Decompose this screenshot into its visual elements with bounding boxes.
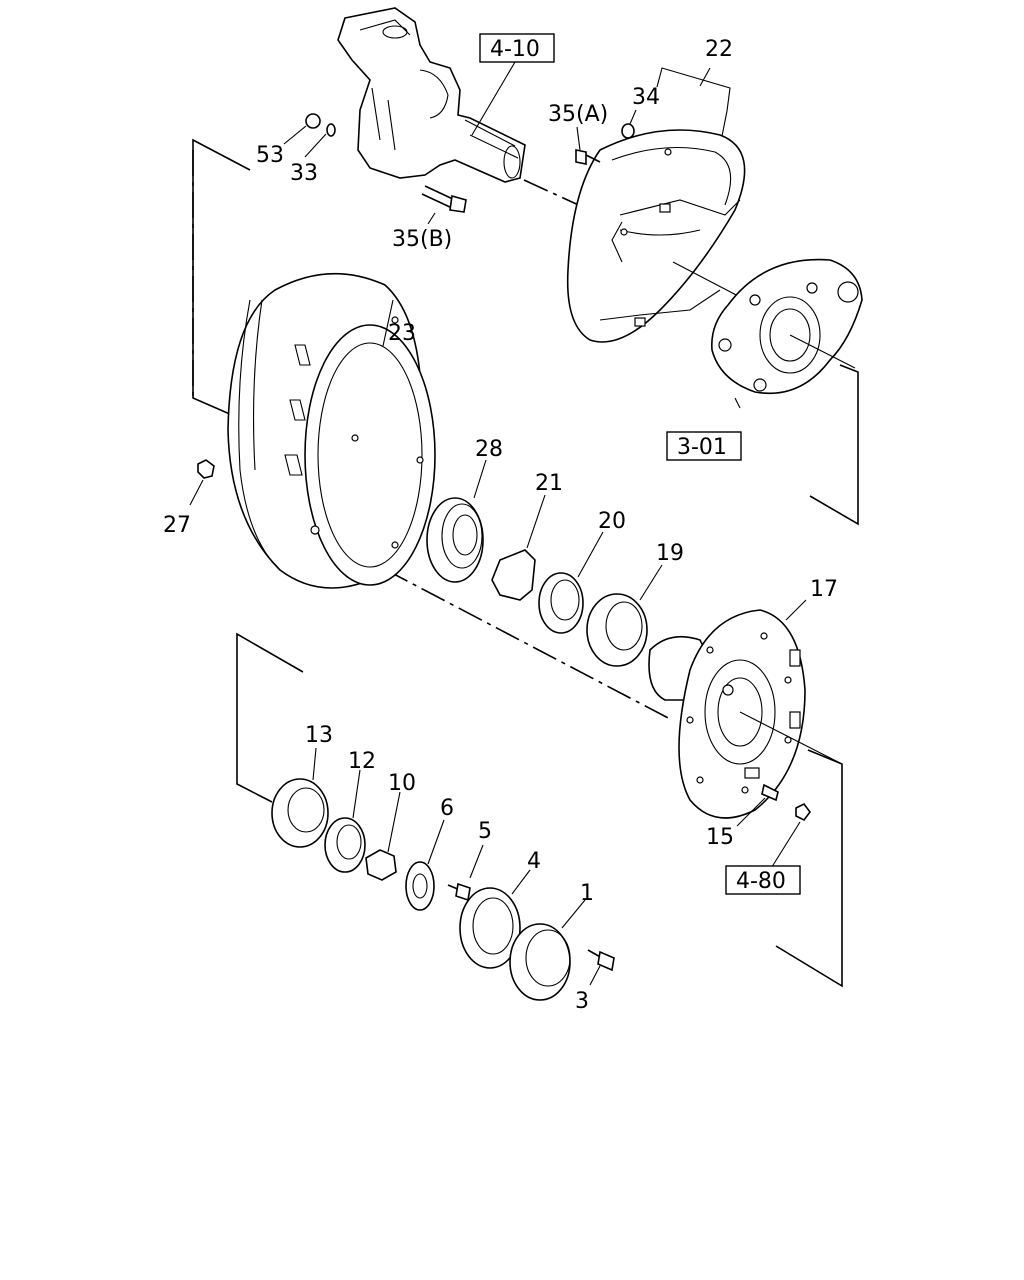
label-22: 22	[705, 37, 733, 62]
hub-cap-1	[509, 923, 571, 1001]
label-1: 1	[580, 881, 594, 906]
brake-spider	[711, 258, 863, 409]
ref-box-3-01: 3-01	[666, 431, 742, 461]
label-15: 15	[706, 825, 734, 850]
screw-5	[447, 882, 471, 902]
ref-box-4-80: 4-80	[725, 865, 801, 895]
label-53: 53	[256, 143, 284, 168]
hub-nut-10	[365, 849, 397, 881]
label-28: 28	[475, 437, 503, 462]
bolt-35b	[421, 185, 467, 213]
label-13: 13	[305, 723, 333, 748]
backing-plate	[566, 129, 746, 343]
ref-box-4-10: 4-10	[479, 33, 555, 63]
gasket-4	[459, 887, 521, 969]
bracket-right-bottom	[775, 749, 843, 988]
race-20	[538, 572, 584, 634]
oil-seal-28	[426, 497, 484, 583]
bolt-3	[587, 949, 615, 972]
label-5: 5	[478, 819, 492, 844]
label-21: 21	[535, 471, 563, 496]
label-10: 10	[388, 771, 416, 796]
wheel-nut	[795, 802, 811, 822]
race-12	[324, 817, 366, 873]
svg-text:4-10: 4-10	[490, 37, 540, 62]
svg-text:4-80: 4-80	[736, 869, 786, 894]
svg-text:3-01: 3-01	[677, 435, 727, 460]
nut-27	[197, 459, 215, 479]
bracket-left-bottom	[236, 632, 304, 803]
label-6: 6	[440, 796, 454, 821]
wheel-hub	[648, 609, 843, 819]
leader-23	[382, 299, 394, 347]
label-34: 34	[632, 85, 660, 110]
washer-34	[621, 123, 635, 139]
label-17: 17	[810, 577, 838, 602]
bolt-35a	[575, 149, 601, 165]
label-3: 3	[575, 989, 589, 1014]
label-23: 23	[388, 321, 416, 346]
brake-drum	[227, 272, 436, 589]
axis-main	[309, 529, 673, 721]
bracket-right-top	[809, 364, 859, 526]
label-33: 33	[290, 161, 318, 186]
steering-knuckle	[337, 7, 526, 183]
label-20: 20	[598, 509, 626, 534]
stud-15	[761, 783, 779, 802]
label-27: 27	[163, 513, 191, 538]
label-35b: 35(B)	[392, 227, 452, 252]
nut-53	[305, 113, 321, 129]
label-35a: 35(A)	[548, 102, 608, 127]
label-19: 19	[656, 541, 684, 566]
bracket-left-top	[192, 138, 251, 416]
bearing-13	[271, 778, 329, 848]
label-12: 12	[348, 749, 376, 774]
axis-knuckle	[523, 179, 586, 209]
washer-33	[326, 123, 336, 137]
bearing-19	[586, 593, 648, 667]
gasket-21	[491, 549, 536, 601]
label-4: 4	[527, 849, 541, 874]
lock-plate-6	[405, 861, 435, 911]
